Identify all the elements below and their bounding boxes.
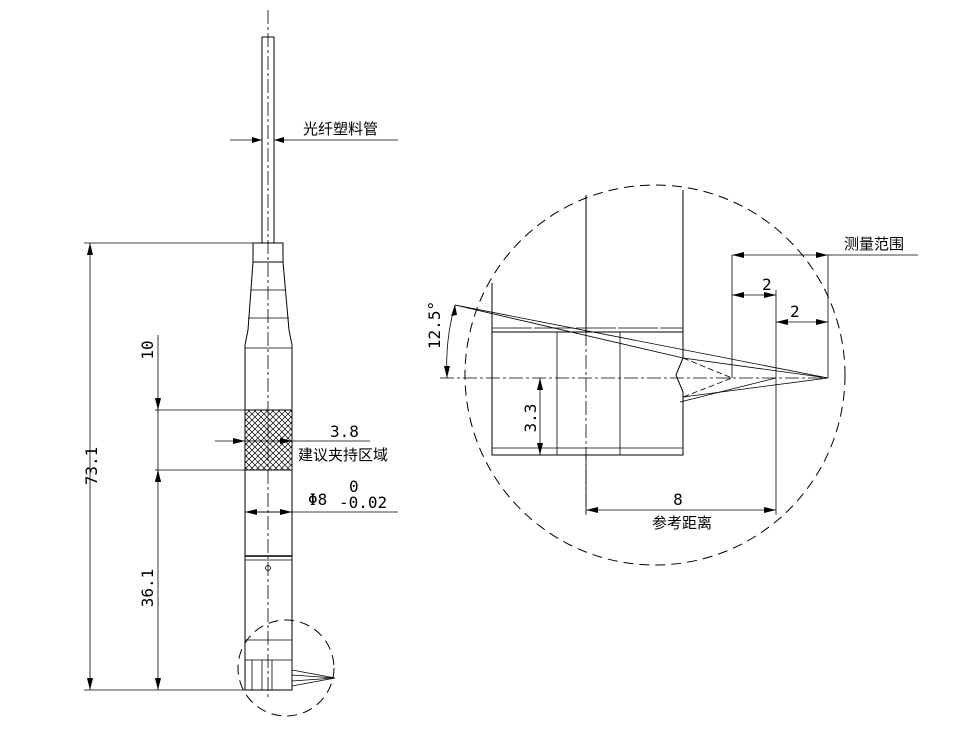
fiber-tube-label: 光纤塑料管: [303, 120, 378, 138]
dim-range-b-label: 2: [790, 302, 800, 321]
dim-lower-length: [155, 470, 161, 690]
dim-tol-upper: 0: [349, 477, 359, 496]
dim-clamp-length: [155, 335, 245, 482]
dim-range-a-label: 2: [762, 275, 772, 294]
dim-tol-lower: -0.02: [339, 493, 387, 512]
detail-circle-large: [464, 184, 846, 566]
dim-total-length: [84, 242, 262, 691]
dim-ref-distance-label: 8: [673, 490, 683, 509]
reference-distance-label: 参考距离: [652, 514, 712, 532]
dim-diameter-label: Φ8: [308, 490, 327, 509]
dim-total-length-label: 73.1: [82, 447, 101, 486]
dim-clamp-length-label: 10: [138, 340, 157, 359]
fiber-tube-callout: [230, 137, 398, 143]
dim-diameter: [245, 509, 398, 515]
probe-pin-hole: [265, 565, 271, 571]
detail-view: [440, 184, 846, 566]
dim-lower-length-label: 36.1: [138, 569, 157, 608]
dim-clamp-width-label: 3.8: [330, 422, 359, 441]
dim-ref-distance: [585, 322, 777, 515]
dim-height-label: 3.3: [521, 404, 540, 433]
probe-body: [244, 261, 293, 691]
clamp-area-label: 建议夹持区域: [298, 446, 388, 464]
probe-view: [237, 10, 336, 717]
measure-range-label: 测量范围: [844, 235, 904, 253]
dim-measure-range: [731, 252, 918, 378]
detail-circle-small: [237, 619, 335, 717]
angle-label: 12.5°: [425, 301, 444, 349]
dim-clamp-width: [215, 438, 370, 444]
dim-height: [537, 378, 543, 455]
